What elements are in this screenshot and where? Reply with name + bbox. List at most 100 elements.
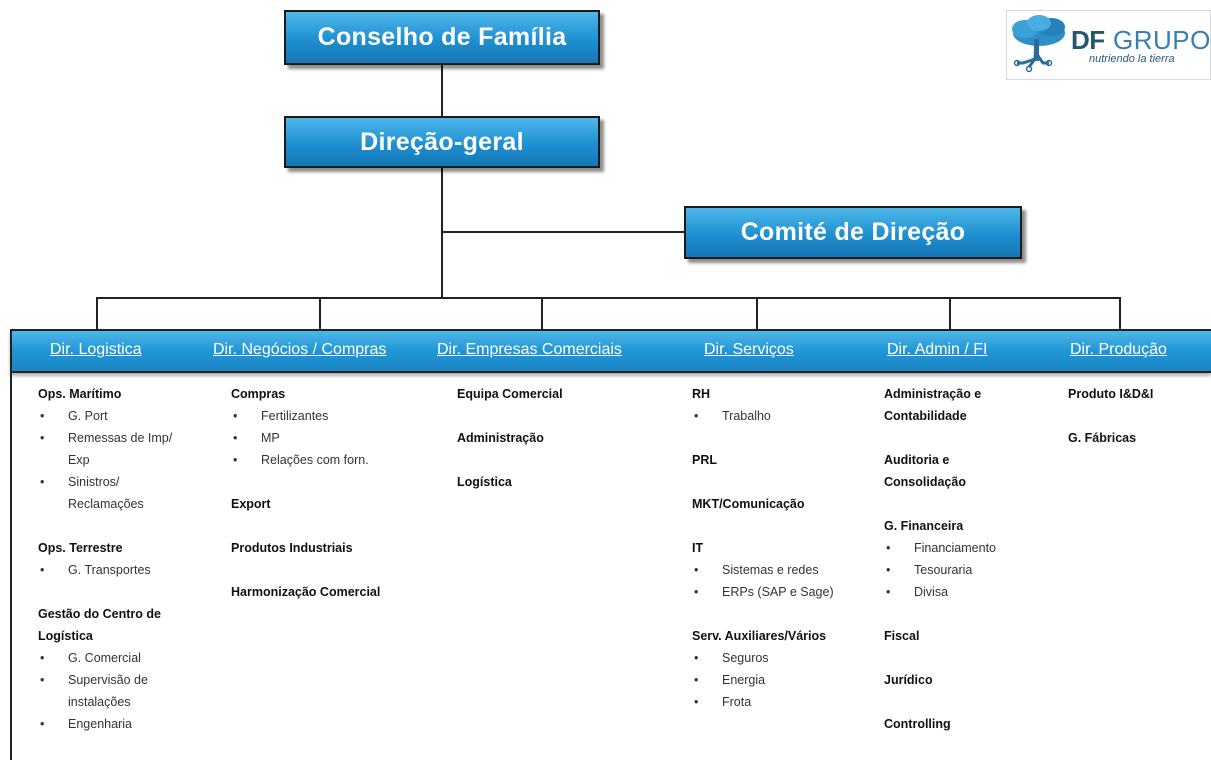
section-heading-text: MKT/Comunicação xyxy=(692,497,805,511)
departments-header-bar xyxy=(10,329,1211,373)
section-heading-continuation: Consolidação xyxy=(884,475,966,489)
bullet-icon: • xyxy=(40,651,45,665)
list-item: • Remessas de Imp/Exp xyxy=(38,427,208,471)
dfgrupo-logo: DF GRUPO nutriendo la tierra xyxy=(1006,10,1211,80)
list-item-text: G. Port xyxy=(68,405,208,427)
dept-header-negocios-compras[interactable]: Dir. Negócios / Compras xyxy=(213,341,387,358)
spacer xyxy=(457,449,687,471)
spacer xyxy=(692,471,872,493)
section-heading-text: Harmonização Comercial xyxy=(231,585,381,599)
list-item-line: G. Port xyxy=(68,409,108,423)
list-item-line: Energia xyxy=(722,673,766,687)
spacer xyxy=(692,515,872,537)
conselho-de-familia-box: Conselho de Família xyxy=(284,10,600,65)
section-heading: Ops. Terrestre xyxy=(38,537,208,559)
section-heading: Ops. Marítimo xyxy=(38,383,208,405)
section-heading-text: IT xyxy=(692,541,704,555)
section-heading: Harmonização Comercial xyxy=(231,581,431,603)
list-item-text: G. Comercial xyxy=(68,647,208,669)
section-heading: MKT/Comunicação xyxy=(692,493,872,515)
list-item-line: Supervisão de xyxy=(68,673,148,687)
section-heading: G. Financeira xyxy=(884,515,1059,537)
section-heading: Produto I&D&I xyxy=(1068,383,1208,405)
bullet-icon: • xyxy=(233,409,238,423)
list-item-text: Financiamento xyxy=(914,537,1059,559)
section-heading: Equipa Comercial xyxy=(457,383,687,405)
section-heading: Fiscal xyxy=(884,625,1059,647)
spacer xyxy=(884,647,1059,669)
spacer xyxy=(38,581,208,603)
connector-comite-branch xyxy=(441,231,684,233)
spacer xyxy=(231,471,431,493)
bullet-icon: • xyxy=(694,651,699,665)
section-heading: Administração xyxy=(457,427,687,449)
bullet-icon: • xyxy=(40,475,45,489)
dept-header-empresas-comerciais[interactable]: Dir. Empresas Comerciais xyxy=(437,341,622,358)
list-item: •Seguros xyxy=(692,647,872,669)
connector-direcao-trunk xyxy=(441,168,443,298)
list-item-text: Tesouraria xyxy=(914,559,1059,581)
section-heading: Serv. Auxiliares/Vários xyxy=(692,625,872,647)
dept-header-producao[interactable]: Dir. Produção xyxy=(1070,341,1167,358)
list-item: •Sistemas e redes xyxy=(692,559,872,581)
section-heading: Compras xyxy=(231,383,431,405)
list-item-text: Relações com forn. xyxy=(261,449,431,471)
connector-drop-admin xyxy=(949,297,951,329)
spacer xyxy=(692,427,872,449)
list-item: •Energia xyxy=(692,669,872,691)
list-item-line: Divisa xyxy=(914,585,949,599)
section-heading-text: Ops. Marítimo xyxy=(38,387,122,401)
list-item-line: Sinistros/ xyxy=(68,475,120,489)
list-item-text: Sistemas e redes xyxy=(722,559,872,581)
list-item-line: Fertilizantes xyxy=(261,409,329,423)
section-heading-text: RH xyxy=(692,387,711,401)
spacer xyxy=(692,603,872,625)
list-item-line: Tesouraria xyxy=(914,563,973,577)
list-item-text: Frota xyxy=(722,691,872,713)
list-item-line: Engenharia xyxy=(68,717,132,731)
dept-column-negocios-compras: Compras • Fertilizantes • MP•Relações com fo… xyxy=(231,383,431,603)
list-item-text: MP xyxy=(261,427,431,449)
comite-de-direcao-box: Comité de Direção xyxy=(684,206,1022,259)
list-item-text: G. Transportes xyxy=(68,559,208,581)
spacer xyxy=(1068,405,1208,427)
bullet-icon: • xyxy=(40,431,45,445)
bullet-icon: • xyxy=(40,563,45,577)
section-heading-text: Controlling xyxy=(884,717,951,731)
dept-header-servicos[interactable]: Dir. Serviços xyxy=(704,341,794,358)
section-heading-text: Produto I&D&I xyxy=(1068,387,1154,401)
logo-tagline: nutriendo la tierra xyxy=(1089,53,1175,65)
section-heading-text: Produtos Industriais xyxy=(231,541,353,555)
list-item: •Tesouraria xyxy=(884,559,1059,581)
bullet-icon: • xyxy=(233,431,238,445)
list-item-line: G. Comercial xyxy=(68,651,141,665)
list-item-text: Remessas de Imp/Exp xyxy=(68,427,208,471)
list-item: •Relações com forn. xyxy=(231,449,431,471)
section-heading-text: Export xyxy=(231,497,271,511)
list-item: • G. Comercial xyxy=(38,647,208,669)
list-item-line: Relações com forn. xyxy=(261,453,369,467)
list-item-continuation: Reclamações xyxy=(68,497,144,511)
list-item-line: Sistemas e redes xyxy=(722,563,819,577)
connector-drop-logistica xyxy=(96,297,98,329)
spacer xyxy=(231,559,431,581)
bullet-icon: • xyxy=(886,541,891,555)
section-heading-text: Administração e xyxy=(884,387,982,401)
connector-conselho-direcao xyxy=(441,65,443,116)
list-item-line: ERPs (SAP e Sage) xyxy=(722,585,834,599)
comite-de-direcao-label: Comité de Direção xyxy=(740,218,966,246)
bullet-icon: • xyxy=(40,409,45,423)
dept-header-logistica[interactable]: Dir. Logistica xyxy=(50,341,142,358)
list-item-continuation: Exp xyxy=(68,453,90,467)
list-item-text: Sinistros/Reclamações xyxy=(68,471,208,515)
section-heading-text: Compras xyxy=(231,387,286,401)
spacer xyxy=(457,405,687,427)
content-left-border xyxy=(10,373,12,760)
dept-header-admin-fi[interactable]: Dir. Admin / FI xyxy=(887,341,988,358)
spacer xyxy=(884,691,1059,713)
bullet-icon: • xyxy=(40,673,45,687)
